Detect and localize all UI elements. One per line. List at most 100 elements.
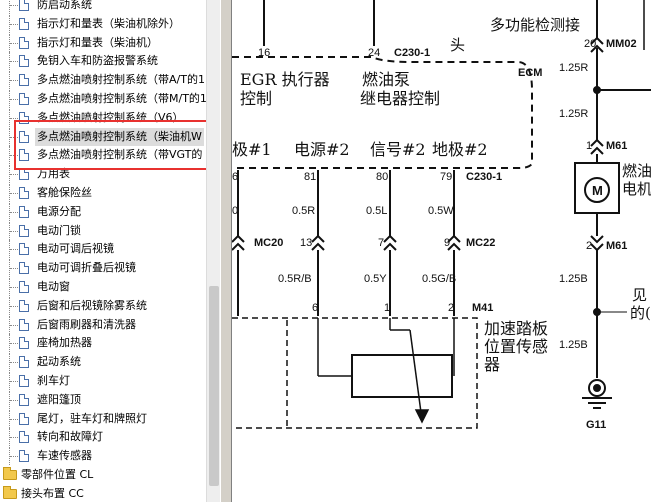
tree-item[interactable]: 电动窗 — [0, 278, 206, 296]
tree-connector — [9, 146, 19, 165]
tree-item-label: 尾灯，驻车灯和牌照灯 — [37, 411, 147, 425]
document-icon — [19, 224, 29, 237]
tree-connector — [9, 108, 19, 127]
wire-0-5gb: 0.5G/B — [422, 273, 456, 285]
tree-item[interactable]: 座椅加热器 — [0, 334, 206, 353]
tree-folder[interactable]: 接头布置 CC — [0, 485, 206, 502]
tree-connector — [9, 33, 19, 52]
tree-item[interactable]: 防启动系统 — [0, 0, 206, 14]
tree-item[interactable]: 后窗雨刷器和清洗器 — [0, 315, 206, 334]
tree-scrollbar[interactable] — [206, 0, 220, 502]
tree-item-label: 多点燃油喷射控制系统（柴油机W — [35, 127, 204, 146]
document-icon — [19, 17, 29, 30]
tree-connector — [9, 221, 19, 240]
tree-item[interactable]: 客舱保险丝 — [0, 184, 206, 202]
document-icon — [19, 281, 29, 293]
tree-item[interactable]: 指示灯和量表（柴油机除外） — [0, 14, 206, 33]
document-icon — [19, 0, 29, 11]
tree-item-label: 遮阳篷顶 — [37, 392, 81, 406]
tree-item[interactable]: 免钥入车和防盗报警系统 — [0, 52, 206, 71]
tree-connector — [9, 202, 19, 221]
pin7: 7 — [378, 237, 384, 249]
scroll-thumb[interactable] — [209, 286, 219, 486]
tree-item-label: 电动可调后视镜 — [37, 242, 114, 256]
tree-item-label: 座椅加热器 — [37, 336, 92, 350]
tree-item[interactable]: 多点燃油喷射控制系统（V6） — [0, 108, 206, 127]
tree-item[interactable]: 多点燃油喷射控制系统（带M/T的1 — [0, 90, 206, 108]
document-icon — [19, 356, 29, 369]
tree-connector — [9, 278, 19, 296]
tree-item-label: 车速传感器 — [37, 449, 92, 463]
tree-item[interactable]: 刹车灯 — [0, 372, 206, 390]
panel-splitter[interactable] — [220, 0, 232, 502]
document-icon — [19, 187, 29, 199]
document-icon — [19, 55, 29, 68]
tree-connector — [9, 447, 19, 466]
wire-0-5l: 0.5L — [366, 205, 387, 217]
mc22-label: MC22 — [466, 237, 495, 249]
motor-label: 燃油 — [622, 162, 651, 180]
tree-item-label: 指示灯和量表（柴油机除外） — [37, 16, 180, 30]
tree-connector — [9, 390, 19, 409]
see-label: 见 — [632, 286, 647, 304]
tree-item[interactable]: 尾灯，驻车灯和牌照灯 — [0, 409, 206, 428]
tree-connector — [9, 0, 19, 14]
document-icon — [19, 36, 29, 49]
wire-1-25r-a: 1.25R — [559, 62, 588, 74]
tree-item[interactable]: 遮阳篷顶 — [0, 390, 206, 409]
pin81: 81 — [304, 171, 316, 183]
tree-item[interactable]: 转向和故障灯 — [0, 428, 206, 447]
tree-item-label: 指示灯和量表（柴油机） — [37, 35, 158, 49]
multi-function-label2: 头 — [450, 36, 465, 54]
tree-connector — [9, 334, 19, 353]
tree-connector — [9, 71, 19, 90]
tree-connector — [9, 428, 19, 447]
g11-label: G11 — [586, 419, 606, 431]
document-icon — [19, 205, 29, 218]
m41-label: M41 — [472, 302, 493, 314]
tree-item[interactable]: 后窗和后视镜除雾系统 — [0, 296, 206, 315]
tree-folder[interactable]: 零部件位置 CL — [0, 466, 206, 484]
document-icon — [19, 318, 29, 331]
tree-item-label: 电动窗 — [37, 280, 70, 293]
m61-top: M61 — [606, 140, 627, 152]
tree-item[interactable]: 电源分配 — [0, 202, 206, 221]
wire-0-5w: 0.5W — [428, 205, 454, 217]
pedal-label3: 器 — [484, 355, 500, 374]
tree-item[interactable]: 指示灯和量表（柴油机） — [0, 33, 206, 52]
tree-item[interactable]: 电动门锁 — [0, 221, 206, 240]
wire-0-5rb: 0.5R/B — [278, 273, 312, 285]
pump-label2: 继电器控制 — [360, 89, 440, 108]
tree-item[interactable]: 多点燃油喷射控制系统（带VGT的 — [0, 146, 206, 165]
tree-item-label: 接头布置 CC — [21, 486, 84, 500]
document-icon — [19, 262, 29, 275]
tree-item-label: 免钥入车和防盗报警系统 — [37, 54, 158, 68]
document-icon — [19, 393, 29, 406]
tree-item[interactable]: 车速传感器 — [0, 447, 206, 466]
tree-connector — [9, 52, 19, 71]
m61-bottom: M61 — [606, 240, 627, 252]
tree-item[interactable]: 多点燃油喷射控制系统（带A/T的1 — [0, 71, 206, 90]
tree-item-label: 起动系统 — [37, 355, 81, 369]
tree-connector — [9, 14, 19, 33]
tree-item[interactable]: 电动可调折叠后视镜 — [0, 259, 206, 278]
document-icon — [19, 74, 29, 87]
multi-function-label: 多功能检测接 — [490, 16, 580, 34]
wire-1-25r-b: 1.25R — [559, 108, 588, 120]
tree-item-label: 电源分配 — [37, 204, 81, 218]
pedal-label: 加速踏板 — [484, 319, 548, 338]
wire-0-5y: 0.5Y — [364, 273, 387, 285]
ecm-label: ECM — [518, 67, 542, 79]
power2-label: 电源#2 — [294, 140, 350, 159]
pin2: 2 — [586, 240, 592, 252]
tree-item-label: 电动门锁 — [37, 223, 81, 237]
tree-item[interactable]: 起动系统 — [0, 353, 206, 372]
tree-item-label: 电动可调折叠后视镜 — [37, 261, 136, 275]
connector-c230-top: C230-1 — [394, 47, 430, 59]
wire-0-5r: 0.5R — [292, 205, 315, 217]
tree-item[interactable]: 电动可调后视镜 — [0, 240, 206, 259]
tree-item-label: 刹车灯 — [37, 374, 70, 387]
tree-item[interactable]: 万用表 — [0, 165, 206, 184]
pedal-label2: 位置传感 — [484, 337, 548, 356]
tree-item[interactable]: 多点燃油喷射控制系统（柴油机W — [0, 127, 206, 146]
